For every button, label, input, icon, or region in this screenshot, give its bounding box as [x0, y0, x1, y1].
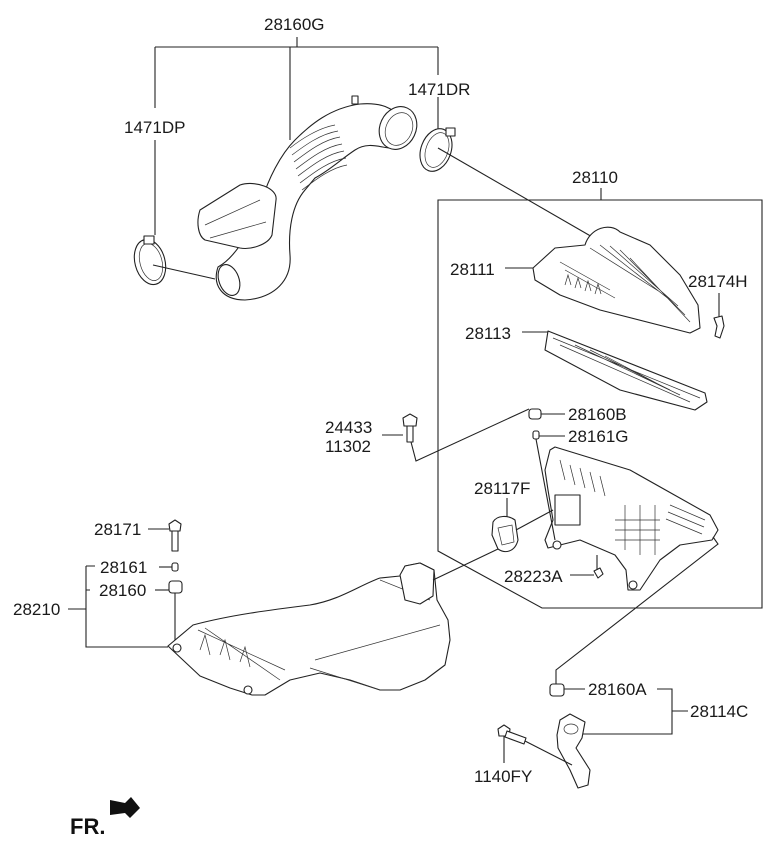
label-1471DP[interactable]: 1471DP — [124, 118, 185, 137]
label-1140FY[interactable]: 1140FY — [474, 767, 532, 786]
bracket-28160G — [154, 37, 439, 235]
hose-clamp-1471DR[interactable] — [414, 124, 595, 239]
label-1471DR[interactable]: 1471DR — [408, 80, 470, 99]
clip-28223A[interactable] — [593, 555, 604, 579]
label-24433[interactable]: 24433 — [325, 418, 372, 437]
label-28114C[interactable]: 28114C — [690, 702, 748, 721]
front-label: FR. — [70, 814, 105, 839]
bracket-28210 — [68, 565, 168, 648]
label-28161G[interactable]: 28161G — [568, 427, 629, 446]
bracket-28114C — [580, 688, 688, 735]
grommet-28160[interactable] — [168, 580, 183, 645]
mounting-bracket-28114C[interactable] — [556, 713, 591, 789]
bracket-group: 28160A 28114C 1140FY — [474, 536, 748, 789]
clip-28174H[interactable] — [713, 293, 725, 339]
collar-28161G[interactable] — [532, 430, 540, 440]
air-duct-group: 28210 28171 28161 28160 — [13, 519, 499, 696]
label-28210[interactable]: 28210 — [13, 600, 60, 619]
grommet-28160B[interactable] — [528, 408, 542, 420]
label-28160G[interactable]: 28160G — [264, 15, 325, 34]
label-28113[interactable]: 28113 — [465, 324, 511, 343]
air-cleaner-assembly-group: 28110 28111 28174H 28113 28160B — [325, 168, 763, 609]
filter-element-28113[interactable] — [544, 330, 708, 411]
label-28174H[interactable]: 28174H — [688, 272, 748, 291]
label-28160B[interactable]: 28160B — [568, 405, 627, 424]
label-28110[interactable]: 28110 — [572, 168, 618, 187]
bolt-28171[interactable] — [168, 519, 182, 552]
air-cleaner-cover-28111[interactable] — [532, 226, 701, 334]
intake-hose-28160G[interactable] — [197, 95, 424, 301]
intake-hose-group: 28160G 1471DR 1471DP — [124, 15, 595, 301]
label-28223A[interactable]: 28223A — [504, 567, 563, 586]
hose-clamp-1471DP[interactable] — [130, 235, 216, 288]
grommet-28160A[interactable] — [549, 683, 565, 697]
label-28117F[interactable]: 28117F — [474, 479, 530, 498]
duct-seal-28117F[interactable] — [491, 515, 519, 553]
label-28171[interactable]: 28171 — [94, 520, 141, 539]
bolt-24433-11302[interactable] — [402, 408, 530, 462]
label-28161[interactable]: 28161 — [100, 558, 147, 577]
collar-28161[interactable] — [171, 562, 179, 572]
label-28160A[interactable]: 28160A — [588, 680, 647, 699]
label-11302[interactable]: 11302 — [325, 437, 371, 456]
front-arrow-icon — [110, 797, 140, 818]
air-duct-28210[interactable] — [167, 562, 451, 696]
front-direction-indicator: FR. — [70, 797, 140, 839]
assembly-frame-28110 — [437, 188, 763, 609]
label-28160[interactable]: 28160 — [99, 581, 146, 600]
label-28111[interactable]: 28111 — [450, 260, 495, 279]
bolt-1140FY[interactable] — [497, 724, 573, 766]
air-cleaner-lower-case[interactable] — [544, 446, 719, 591]
